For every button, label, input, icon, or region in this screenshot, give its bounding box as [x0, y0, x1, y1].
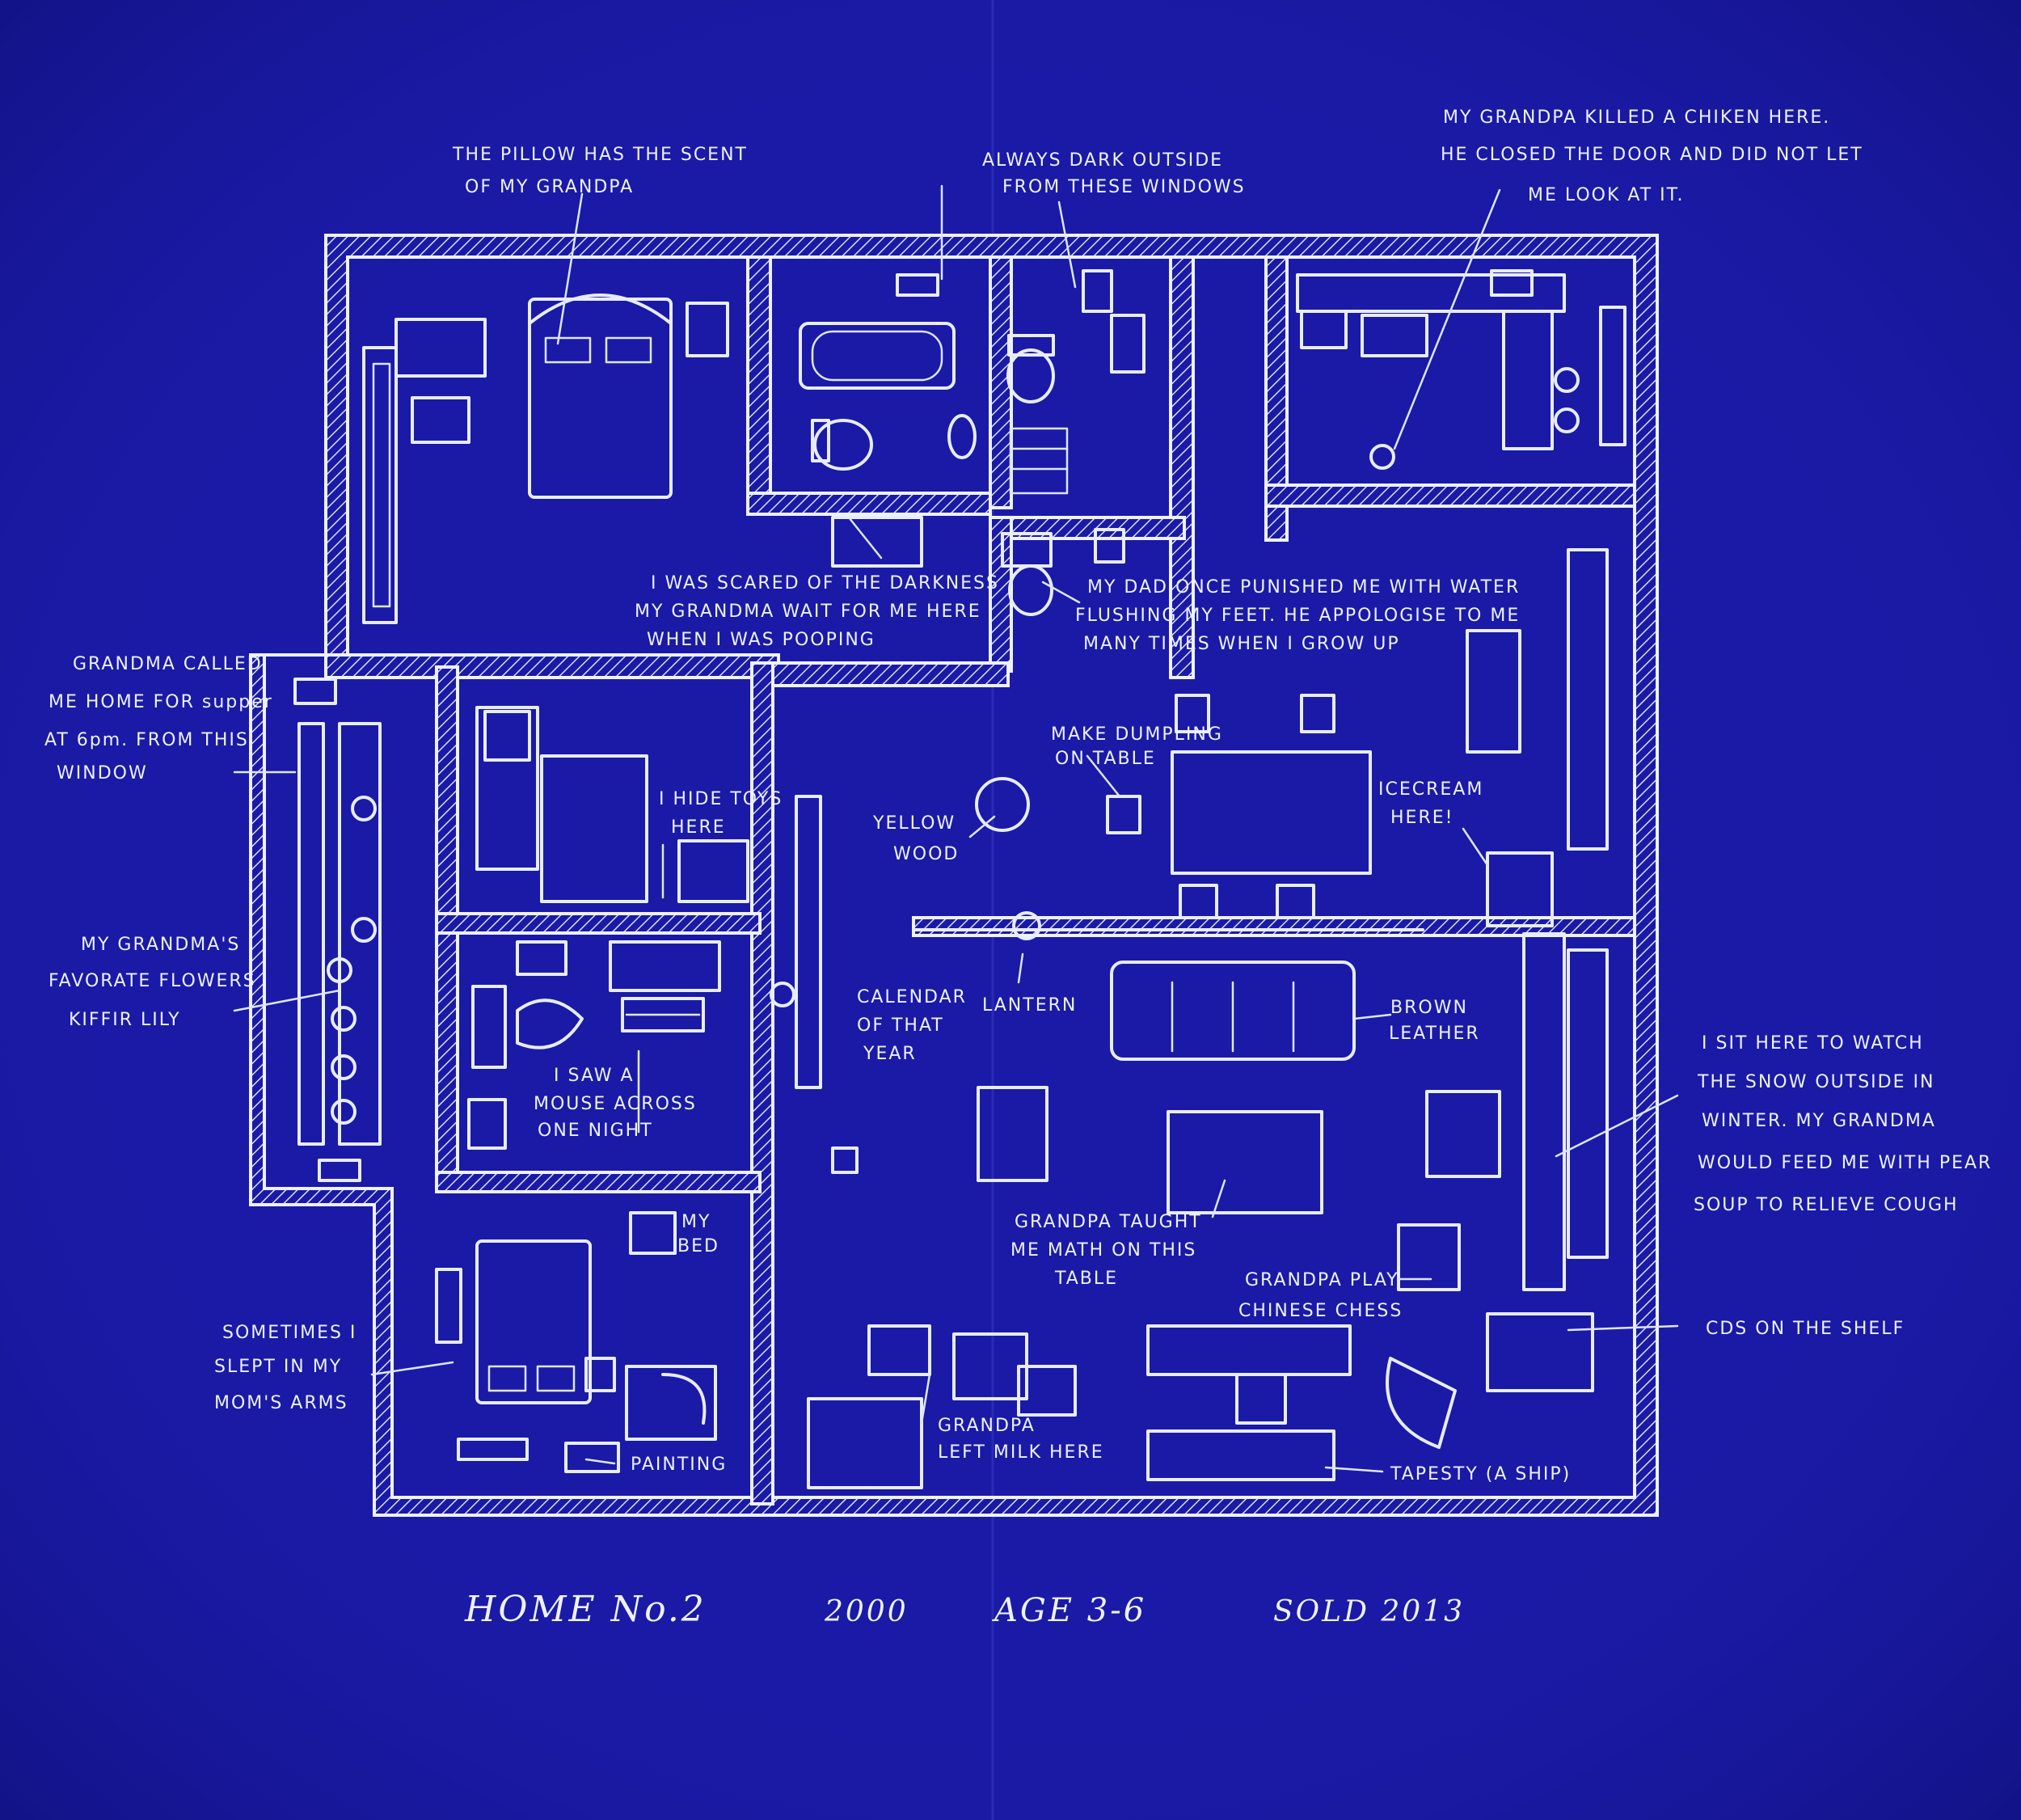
- note-my-bed-1: MY: [681, 1212, 711, 1232]
- footer-sold: SOLD 2013: [1273, 1595, 1465, 1628]
- note-math-1: GRANDPA TAUGHT: [1015, 1212, 1202, 1232]
- small-bedroom: [475, 706, 749, 903]
- note-chicken-3: ME LOOK AT IT.: [1528, 185, 1684, 205]
- note-pillow-2: OF MY GRANDPA: [465, 177, 634, 197]
- note-mouse-1: I SAW A: [554, 1066, 635, 1086]
- note-scared-2: MY GRANDMA WAIT FOR ME HERE: [635, 602, 981, 622]
- note-tapestry: TAPESTY (A SHIP): [1390, 1464, 1571, 1484]
- note-math-3: TABLE: [1054, 1269, 1118, 1289]
- note-dad-punished-1: MY DAD ONCE PUNISHED ME WITH WATER: [1087, 577, 1520, 598]
- note-scared-1: I WAS SCARED OF THE DARKNESS: [651, 573, 999, 593]
- note-dark-windows-2: FROM THESE WINDOWS: [1002, 177, 1246, 197]
- note-grandma-called-1: GRANDMA CALLED: [73, 654, 263, 674]
- note-milk-1: GRANDPA: [938, 1416, 1036, 1436]
- note-cds: CDS ON THE SHELF: [1706, 1319, 1905, 1339]
- kitchen: [1296, 269, 1627, 470]
- note-dad-punished-3: MANY TIMES WHEN I GROW UP: [1083, 634, 1400, 654]
- bedroom-grandpa: [362, 293, 729, 624]
- footer-title: HOME No.2: [464, 1589, 707, 1630]
- bathroom-toilet: [1001, 269, 1146, 616]
- note-hide-toys-1: I HIDE TOYS: [659, 789, 783, 809]
- note-moms-arms-2: SLEPT IN MY: [214, 1357, 342, 1377]
- bathroom-bathtub: [799, 273, 977, 568]
- corridor-flowers: [293, 678, 382, 1182]
- living-dining-room: [770, 548, 1609, 1489]
- note-yellow-wood-2: WOOD: [893, 844, 959, 864]
- note-moms-arms-3: MOM'S ARMS: [214, 1393, 348, 1413]
- outer-walls: [249, 234, 1659, 1517]
- note-my-bed-2: BED: [677, 1236, 719, 1256]
- note-snow-1: I SIT HERE TO WATCH: [1702, 1033, 1924, 1054]
- note-math-2: ME MATH ON THIS: [1010, 1240, 1196, 1260]
- note-yellow-wood-1: YELLOW: [872, 813, 956, 834]
- note-snow-2: THE SNOW OUTSIDE IN: [1697, 1072, 1935, 1092]
- bedroom-mom: [435, 1211, 717, 1473]
- note-snow-4: WOULD FEED ME WITH PEAR: [1698, 1153, 1992, 1173]
- note-flowers-3: KIFFIR LILY: [69, 1010, 181, 1030]
- note-hide-toys-2: HERE: [671, 817, 726, 838]
- note-painting: PAINTING: [631, 1455, 727, 1475]
- note-brown-leather-2: LEATHER: [1389, 1024, 1480, 1044]
- note-grandma-called-4: WINDOW: [57, 763, 148, 783]
- note-mouse-2: MOUSE ACROSS: [534, 1094, 697, 1114]
- note-scared-3: WHEN I WAS POOPING: [647, 630, 875, 650]
- note-icecream-2: HERE!: [1390, 808, 1454, 828]
- note-dad-punished-2: FLUSHING MY FEET. HE APPOLOGISE TO ME: [1075, 606, 1520, 626]
- note-calendar-2: OF THAT: [857, 1016, 944, 1036]
- note-pillow-1: THE PILLOW HAS THE SCENT: [452, 145, 748, 165]
- note-brown-leather-1: BROWN: [1390, 998, 1468, 1018]
- annotations: THE PILLOW HAS THE SCENT OF MY GRANDPA A…: [44, 108, 1992, 1484]
- note-grandma-called-2: ME HOME FOR supper: [49, 692, 273, 712]
- note-chess-2: CHINESE CHESS: [1238, 1301, 1403, 1321]
- note-chicken-2: HE CLOSED THE DOOR AND DID NOT LET: [1441, 145, 1863, 165]
- note-dumpling-2: ON TABLE: [1055, 749, 1156, 769]
- note-snow-3: WINTER. MY GRANDMA: [1702, 1111, 1936, 1131]
- note-lantern: LANTERN: [982, 995, 1077, 1016]
- note-icecream-1: ICECREAM: [1378, 779, 1483, 800]
- footer-age: AGE 3-6: [991, 1592, 1146, 1629]
- note-dumpling-1: MAKE DUMPLING: [1051, 724, 1223, 745]
- footer: HOME No.2 2000 AGE 3-6 SOLD 2013: [464, 1589, 1465, 1630]
- note-grandma-called-3: AT 6pm. FROM THIS: [44, 730, 249, 750]
- note-chicken-1: MY GRANDPA KILLED A CHIKEN HERE.: [1443, 108, 1830, 128]
- note-mouse-3: ONE NIGHT: [538, 1121, 653, 1141]
- note-calendar-1: CALENDAR: [857, 987, 967, 1007]
- note-flowers-1: MY GRANDMA'S: [81, 935, 240, 955]
- note-moms-arms-1: SOMETIMES I: [222, 1323, 357, 1343]
- note-calendar-3: YEAR: [863, 1044, 917, 1064]
- note-chess-1: GRANDPA PLAY: [1245, 1270, 1399, 1290]
- note-milk-2: LEFT MILK HERE: [938, 1442, 1104, 1463]
- note-dark-windows-1: ALWAYS DARK OUTSIDE: [982, 150, 1223, 171]
- note-snow-5: SOUP TO RELIEVE COUGH: [1694, 1195, 1959, 1215]
- note-flowers-2: FAVORATE FLOWERS: [49, 971, 256, 991]
- study-room: [467, 940, 721, 1150]
- leader-lines: [233, 184, 1679, 1473]
- footer-year: 2000: [824, 1595, 909, 1628]
